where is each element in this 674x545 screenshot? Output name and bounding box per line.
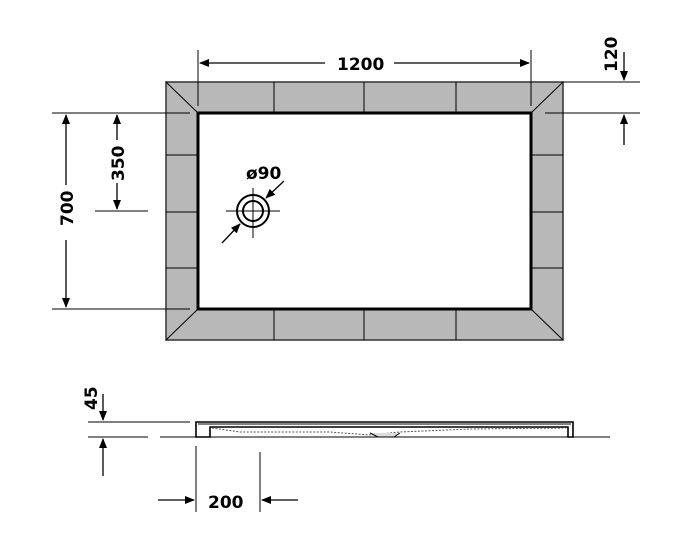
- drain-diameter-label: ø90: [246, 164, 282, 184]
- drain-offset-x-label: 200: [208, 493, 244, 513]
- tile-border-label: 120: [602, 36, 622, 72]
- width-dimension: [197, 50, 532, 106]
- drain-offset-y-label: 350: [109, 145, 129, 181]
- height-label: 700: [58, 190, 78, 226]
- width-label: 1200: [337, 55, 384, 75]
- tray-profile: [195, 421, 574, 438]
- height-dimension: [52, 112, 190, 310]
- drain-icon: [221, 180, 285, 244]
- drain-offset-y-dimension: [95, 114, 148, 212]
- drain-offset-x-dimension: [158, 446, 298, 512]
- top-view: ø90 1200 120 700: [52, 36, 640, 341]
- tile-border-dimension: [545, 52, 640, 145]
- section-view: 45 200: [82, 386, 610, 513]
- profile-height-dimension: [88, 394, 190, 476]
- profile-height-label: 45: [82, 386, 102, 410]
